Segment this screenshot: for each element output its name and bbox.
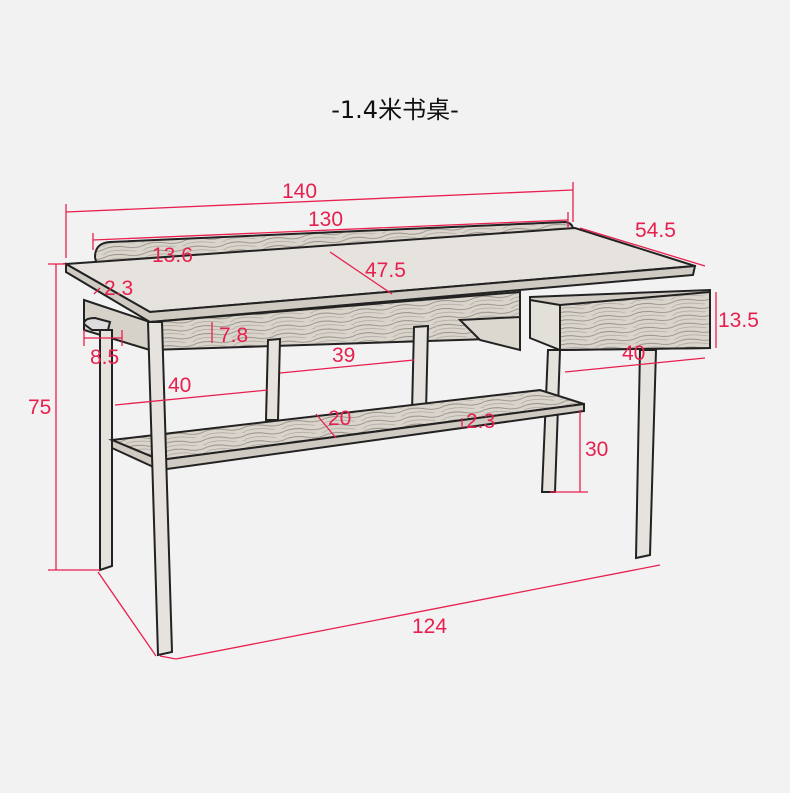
dim-backboard-height: 13.6 <box>152 244 193 267</box>
dim-leg-overhang: 8.5 <box>90 346 119 369</box>
back-leg-mid-1 <box>264 337 282 421</box>
dim-width-total: 140 <box>282 180 317 203</box>
dim-drawer-height: 13.5 <box>718 309 759 332</box>
front-leg-right <box>634 349 658 560</box>
back-leg-mid-2 <box>410 324 430 413</box>
diagram-title: -1.4米书桌- <box>331 96 459 124</box>
front-leg-left <box>146 321 174 657</box>
open-compartment <box>457 315 521 352</box>
dim-top-thickness: 2.3 <box>104 277 133 300</box>
dim-depth: 54.5 <box>635 219 676 242</box>
desk-illustration <box>62 220 711 657</box>
dim-shelf-depth: 40 <box>168 374 191 397</box>
side-hook <box>82 316 112 331</box>
back-leg-right <box>540 349 562 493</box>
dim-height-total: 75 <box>28 396 51 419</box>
dim-base-length: 124 <box>412 615 447 638</box>
dim-width-inner: 130 <box>308 208 343 231</box>
dim-shelf-gap: 20 <box>328 407 351 430</box>
dim-diagonal-depth: 47.5 <box>365 259 406 282</box>
desk-top-edge <box>65 262 697 324</box>
drawer-side <box>529 298 561 352</box>
dim-drawer-width: 40 <box>622 342 645 365</box>
dim-shelf-thickness: 2.3 <box>466 410 495 433</box>
dim-apron-height: 7.8 <box>219 324 248 347</box>
dimension-lines <box>48 182 717 660</box>
dim-shelf-height: 30 <box>585 438 608 461</box>
dim-opening-width: 39 <box>332 344 355 367</box>
